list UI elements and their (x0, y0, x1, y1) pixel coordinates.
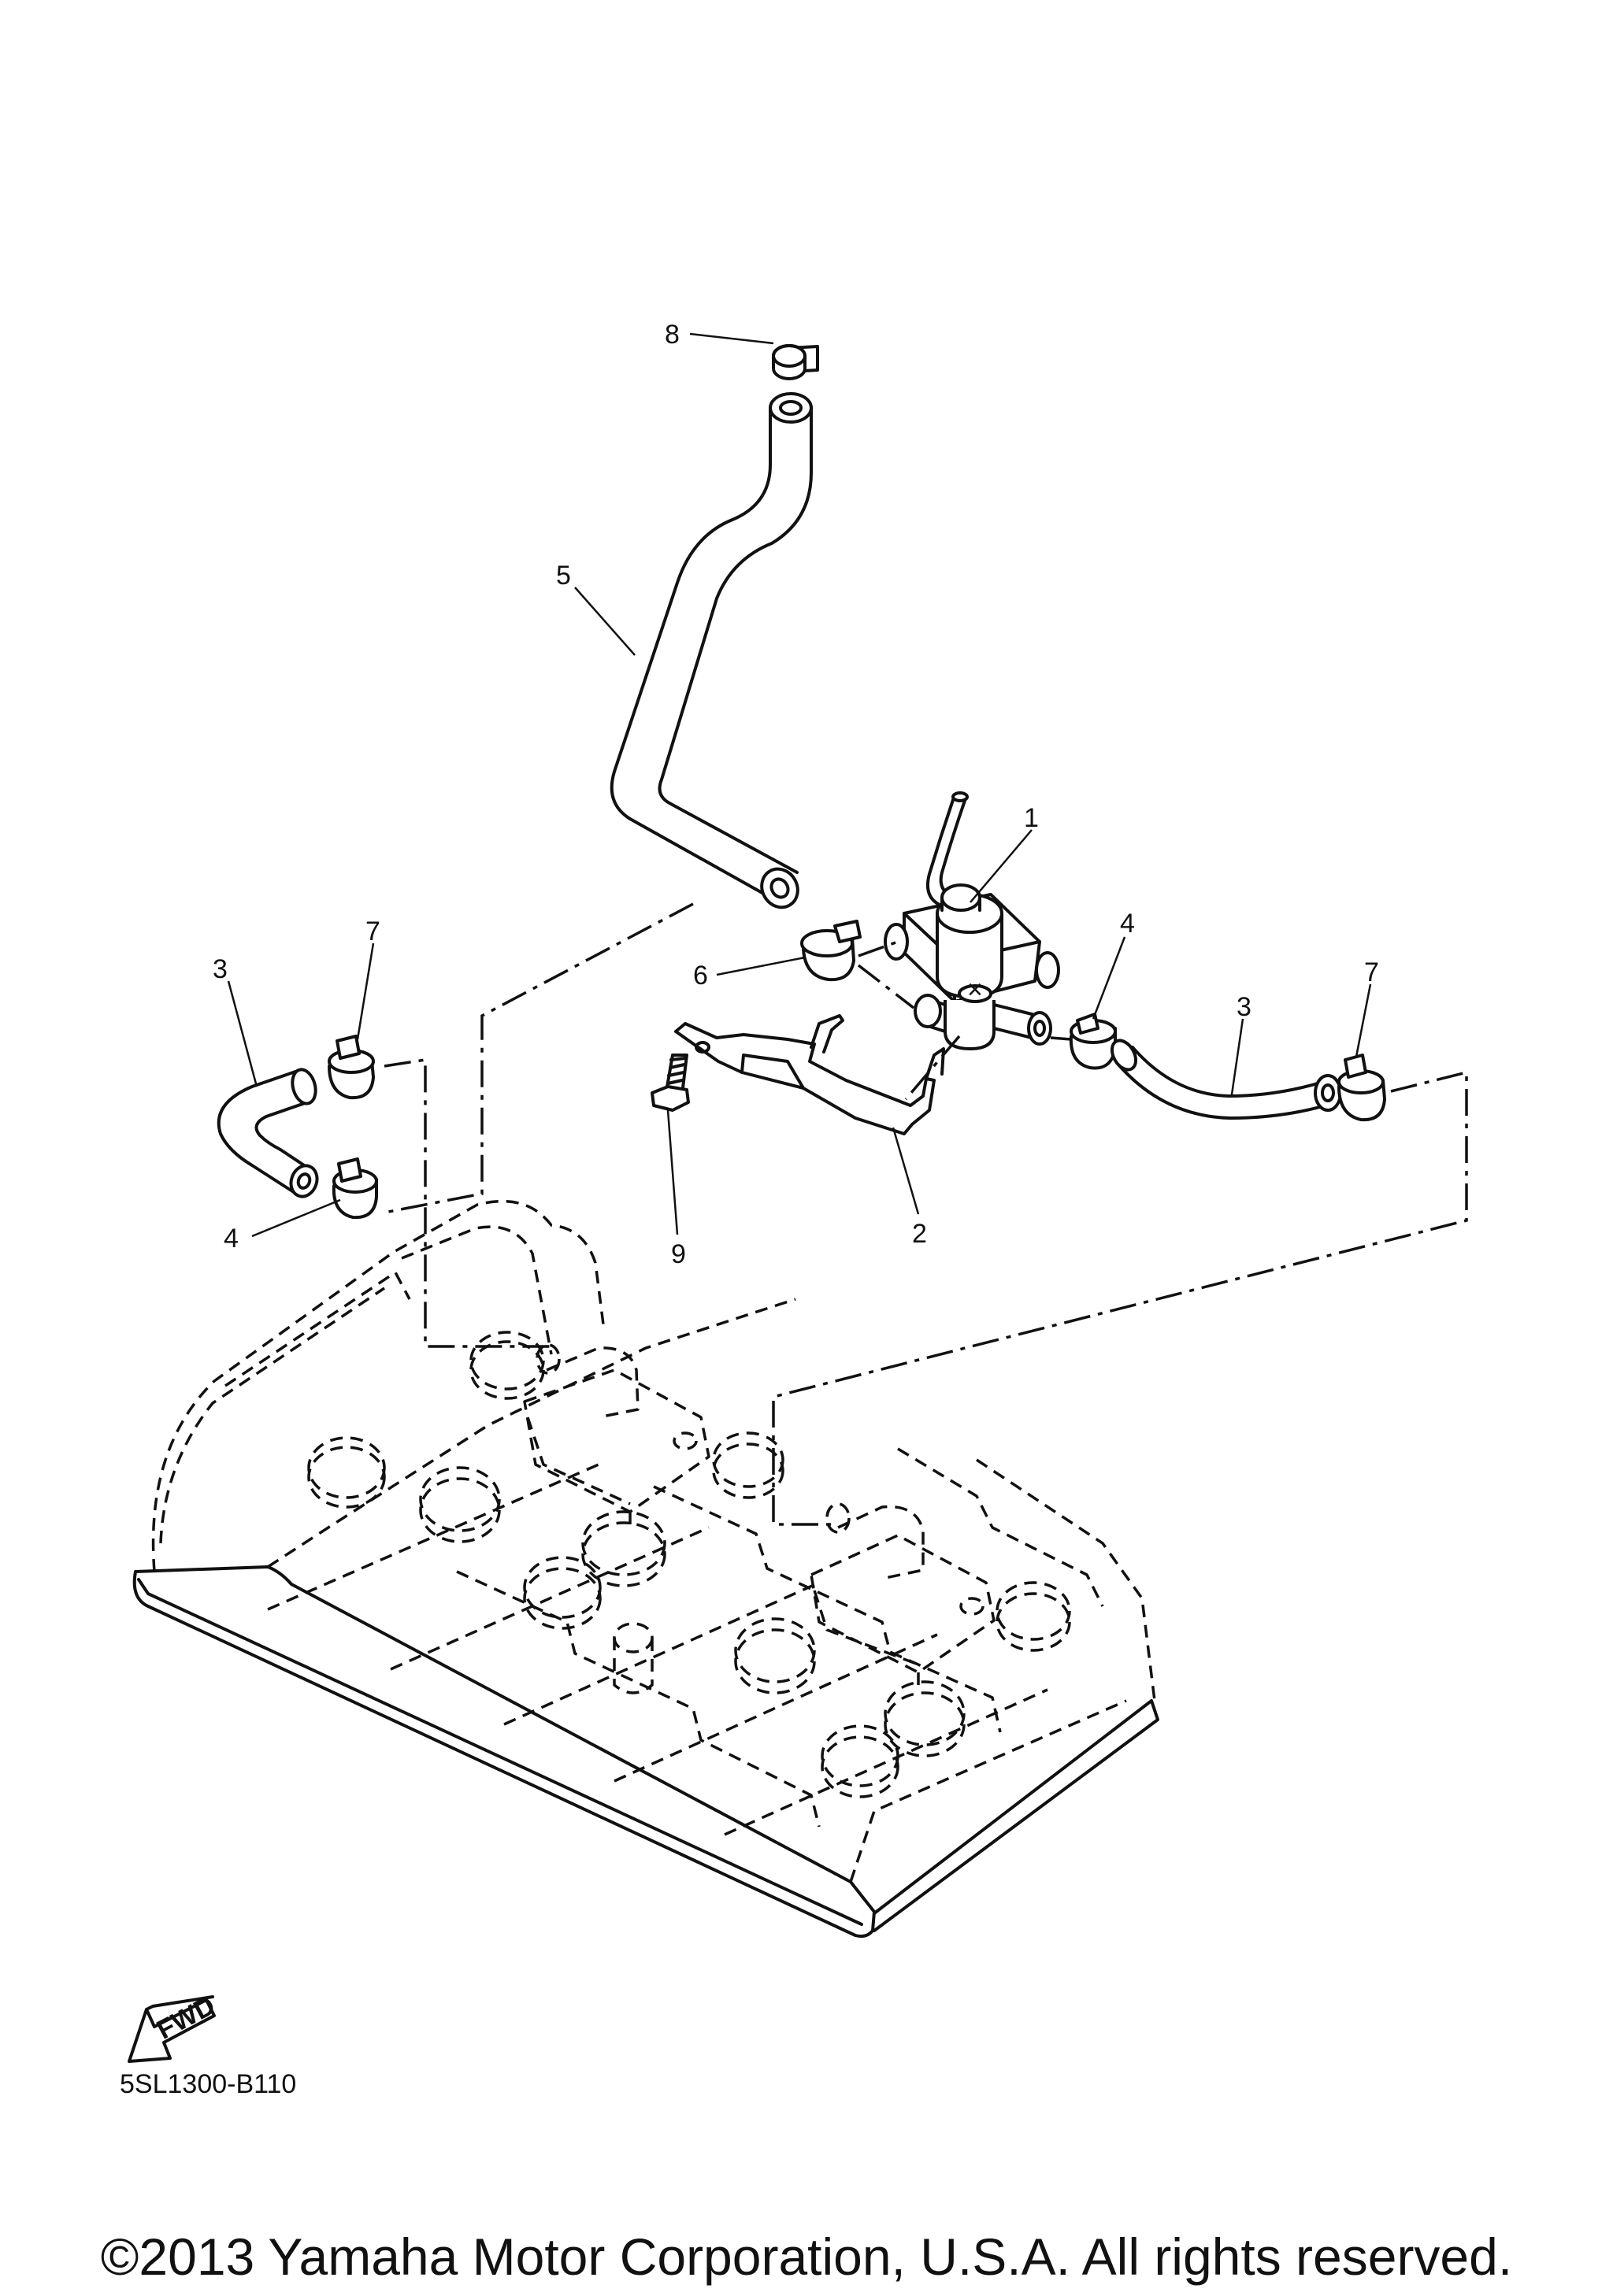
elbow-hose-3-left (217, 1068, 319, 1198)
hose-clamp-4-left (332, 1157, 378, 1220)
hose-clamp-4-right (1069, 1013, 1117, 1070)
callout-8: 8 (665, 320, 680, 350)
callout-numbers: 8 5 1 6 4 3 7 3 7 4 9 2 (213, 320, 1379, 1269)
air-cut-valve-1: × (884, 791, 1060, 1050)
bolt-9 (651, 1054, 690, 1112)
copyright-notice: ©2013 Yamaha Motor Corporation, U.S.A. A… (100, 2227, 1513, 2286)
callout-7-left: 7 (365, 917, 380, 946)
fwd-arrow-icon: FWD (128, 1990, 220, 2063)
callout-leaders (227, 332, 1372, 1238)
hose-clamp-6 (800, 920, 862, 982)
callout-9: 9 (671, 1239, 686, 1269)
hose-clamp-7-right (1337, 1054, 1386, 1122)
callout-4-left: 4 (224, 1224, 239, 1254)
callout-1: 1 (1024, 803, 1039, 833)
hose-clamp-7-left (328, 1035, 375, 1100)
bracket-2 (674, 1014, 945, 1135)
diagram-code: 5SL1300-B110 (120, 2069, 297, 2099)
hose-clamp-8 (772, 344, 819, 380)
callout-7-right: 7 (1364, 957, 1379, 987)
air-hose-5 (610, 392, 813, 909)
callout-2: 2 (912, 1219, 927, 1249)
fwd-label: FWD (152, 1990, 220, 2046)
callout-5: 5 (556, 561, 571, 591)
callout-6: 6 (693, 961, 708, 991)
callout-4-right: 4 (1120, 909, 1135, 939)
cylinder-head-cover (132, 1199, 1159, 1939)
short-hose-3-right (1110, 1039, 1342, 1120)
callout-3-right: 3 (1237, 992, 1251, 1022)
callout-3-left: 3 (213, 954, 228, 984)
screw-mark: × (967, 975, 983, 1005)
